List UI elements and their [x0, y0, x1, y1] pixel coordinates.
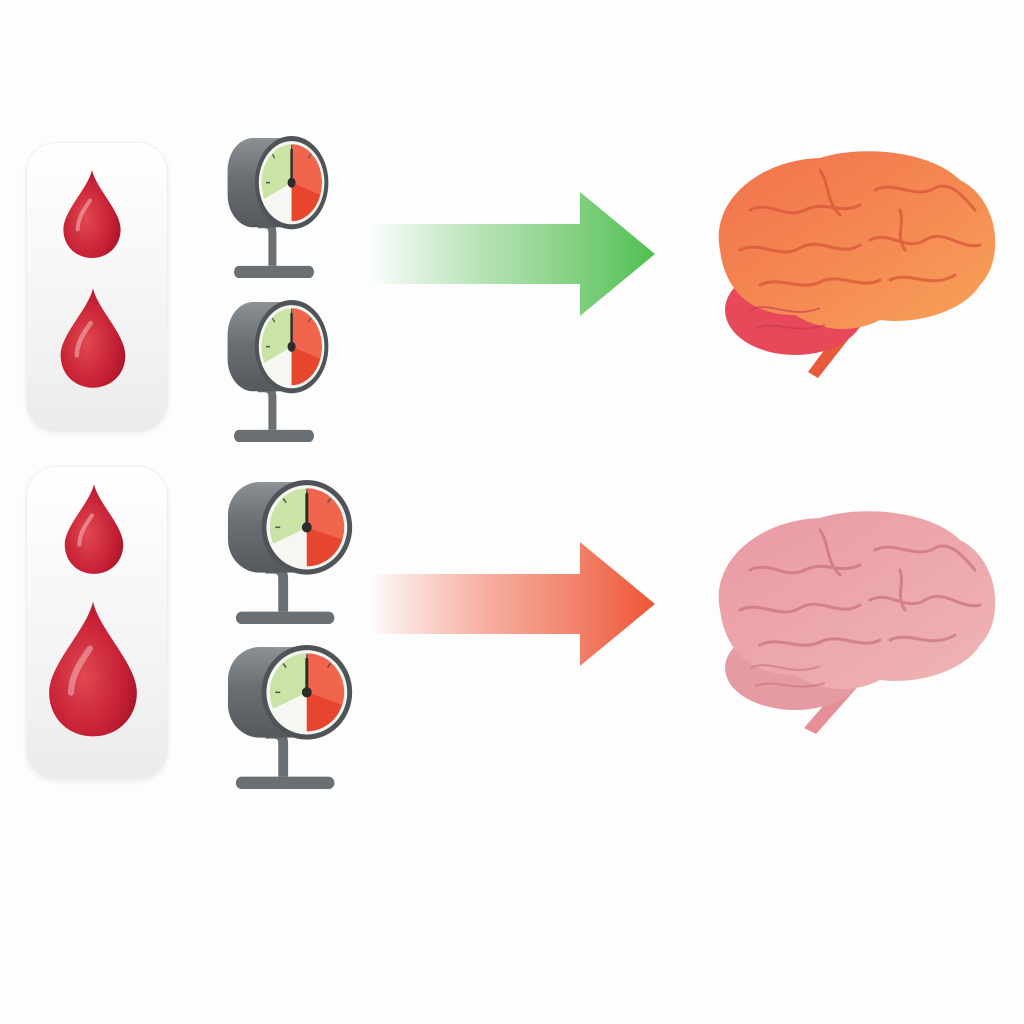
arrow-right-icon — [370, 192, 655, 316]
brain-icon — [718, 151, 996, 378]
blood-pressure-gauge-icon — [226, 300, 338, 442]
blood-drop-icon — [62, 482, 126, 576]
blood-drop-icon — [56, 286, 130, 390]
brain-icon — [718, 511, 996, 734]
blood-pressure-gauge-icon — [226, 136, 338, 278]
blood-pressure-gauge-icon — [226, 645, 364, 789]
blood-pressure-gauge-icon — [226, 480, 364, 624]
blood-drop-icon — [46, 598, 140, 740]
arrow-right-icon — [370, 542, 655, 666]
blood-drop-icon — [60, 168, 124, 260]
